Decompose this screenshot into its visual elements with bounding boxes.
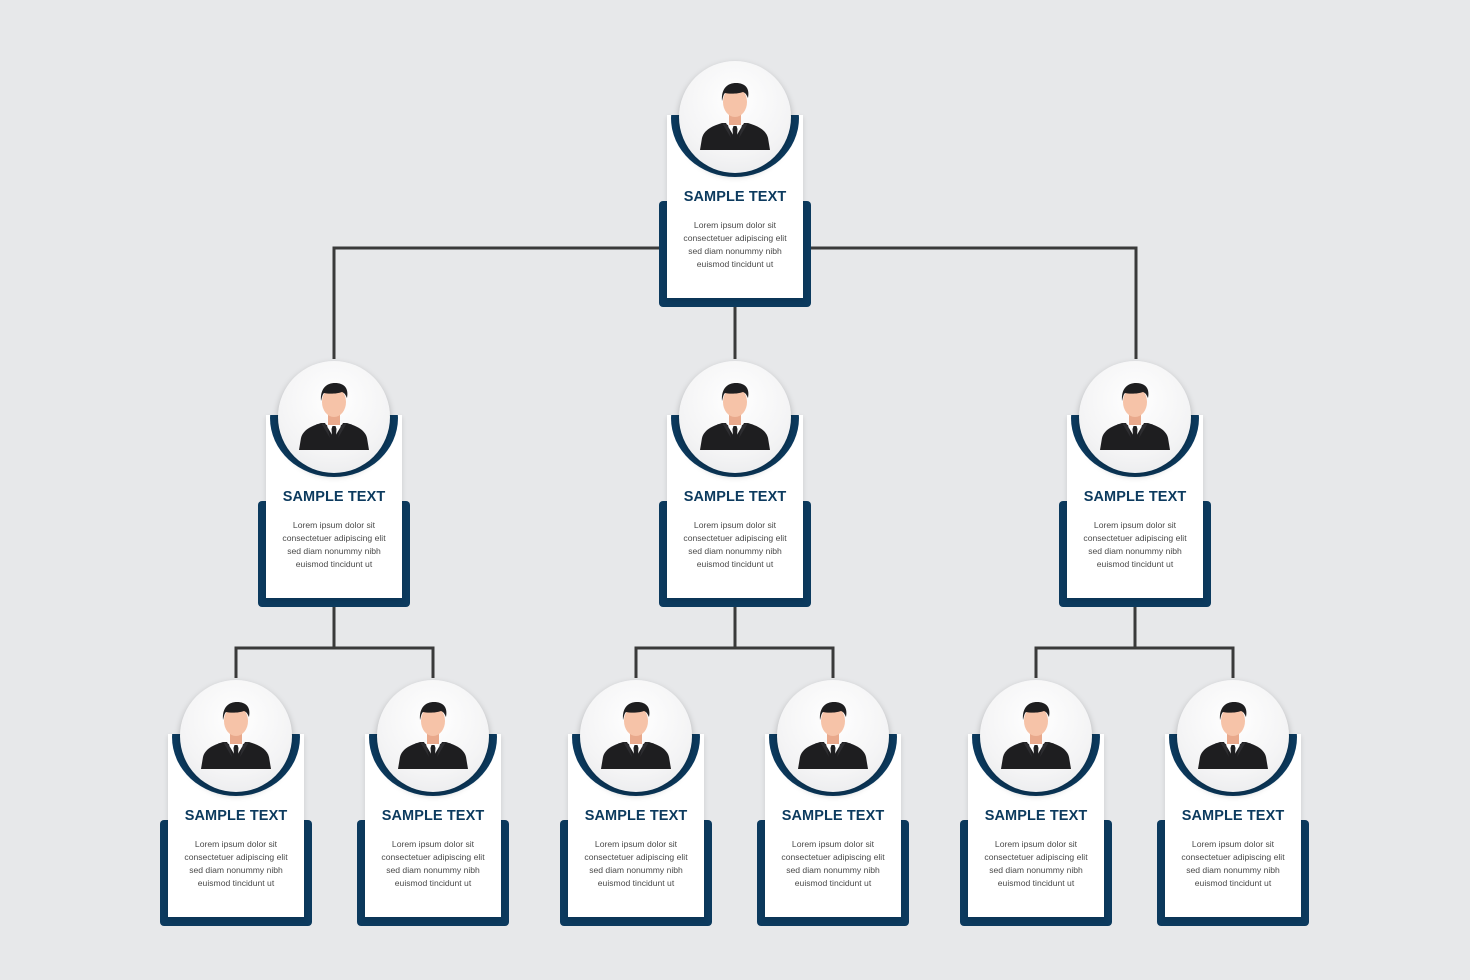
businessman-avatar-icon <box>199 695 273 769</box>
avatar <box>1177 680 1289 792</box>
node-description: Lorem ipsum dolor sit consectetuer adipi… <box>584 839 688 888</box>
node-title: SAMPLE TEXT <box>584 808 688 824</box>
connector-root-left <box>332 246 659 361</box>
node-description: Lorem ipsum dolor sit consectetuer adipi… <box>381 839 485 888</box>
avatar <box>777 680 889 792</box>
org-node-manager-3: SAMPLE TEXT Lorem ipsum dolor sit consec… <box>1059 359 1211 607</box>
org-node-staff-2-1: SAMPLE TEXT Lorem ipsum dolor sit consec… <box>560 678 712 926</box>
node-description: Lorem ipsum dolor sit consectetuer adipi… <box>184 839 288 888</box>
node-description: Lorem ipsum dolor sit consectetuer adipi… <box>683 220 787 269</box>
avatar <box>679 361 791 473</box>
connector-manager-2-split <box>634 646 835 680</box>
org-node-manager-2: SAMPLE TEXT Lorem ipsum dolor sit consec… <box>659 359 811 607</box>
businessman-avatar-icon <box>1098 376 1172 450</box>
node-title: SAMPLE TEXT <box>381 808 485 824</box>
businessman-avatar-icon <box>1196 695 1270 769</box>
node-description: Lorem ipsum dolor sit consectetuer adipi… <box>683 520 787 569</box>
businessman-avatar-icon <box>698 376 772 450</box>
businessman-avatar-icon <box>599 695 673 769</box>
node-description: Lorem ipsum dolor sit consectetuer adipi… <box>781 839 885 888</box>
avatar <box>1079 361 1191 473</box>
avatar <box>180 680 292 792</box>
avatar <box>278 361 390 473</box>
node-title: SAMPLE TEXT <box>984 808 1088 824</box>
avatar <box>980 680 1092 792</box>
node-description: Lorem ipsum dolor sit consectetuer adipi… <box>984 839 1088 888</box>
businessman-avatar-icon <box>999 695 1073 769</box>
org-node-staff-1-1: SAMPLE TEXT Lorem ipsum dolor sit consec… <box>160 678 312 926</box>
org-node-staff-3-2: SAMPLE TEXT Lorem ipsum dolor sit consec… <box>1157 678 1309 926</box>
org-node-staff-3-1: SAMPLE TEXT Lorem ipsum dolor sit consec… <box>960 678 1112 926</box>
connector-manager-3-split <box>1034 646 1235 680</box>
avatar <box>679 61 791 173</box>
avatar <box>377 680 489 792</box>
connector-manager-1-split <box>234 646 435 680</box>
node-title: SAMPLE TEXT <box>184 808 288 824</box>
node-title: SAMPLE TEXT <box>1083 489 1187 505</box>
node-title: SAMPLE TEXT <box>683 189 787 205</box>
node-title: SAMPLE TEXT <box>282 489 386 505</box>
node-title: SAMPLE TEXT <box>1181 808 1285 824</box>
node-title: SAMPLE TEXT <box>781 808 885 824</box>
connector-root-right <box>811 246 1138 361</box>
node-description: Lorem ipsum dolor sit consectetuer adipi… <box>282 520 386 569</box>
businessman-avatar-icon <box>796 695 870 769</box>
org-node-manager-1: SAMPLE TEXT Lorem ipsum dolor sit consec… <box>258 359 410 607</box>
org-node-staff-2-2: SAMPLE TEXT Lorem ipsum dolor sit consec… <box>757 678 909 926</box>
businessman-avatar-icon <box>396 695 470 769</box>
node-description: Lorem ipsum dolor sit consectetuer adipi… <box>1083 520 1187 569</box>
businessman-avatar-icon <box>297 376 371 450</box>
avatar <box>580 680 692 792</box>
businessman-avatar-icon <box>698 76 772 150</box>
node-title: SAMPLE TEXT <box>683 489 787 505</box>
org-node-staff-1-2: SAMPLE TEXT Lorem ipsum dolor sit consec… <box>357 678 509 926</box>
node-description: Lorem ipsum dolor sit consectetuer adipi… <box>1181 839 1285 888</box>
org-node-root: SAMPLE TEXT Lorem ipsum dolor sit consec… <box>659 59 811 307</box>
